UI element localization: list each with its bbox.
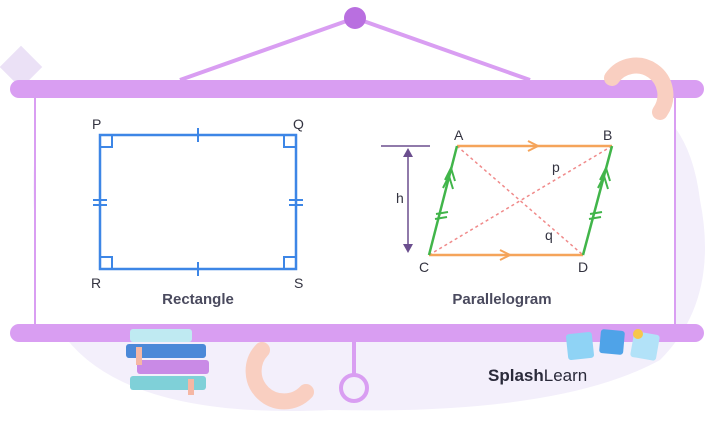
brand-logo: SplashLearn bbox=[488, 366, 587, 385]
height-label: h bbox=[396, 190, 404, 206]
vertex-label-b: B bbox=[603, 127, 612, 143]
parallelogram-figure bbox=[381, 140, 614, 261]
rectangle-figure bbox=[93, 128, 303, 276]
parallelogram-caption: Parallelogram bbox=[452, 291, 551, 308]
pull-ring-icon bbox=[339, 342, 369, 403]
diagonal-label-q: q bbox=[545, 227, 553, 243]
vertex-label-r: R bbox=[91, 275, 101, 291]
vertex-label-a: A bbox=[454, 127, 464, 143]
vertex-label-s: S bbox=[294, 275, 303, 291]
board-panel bbox=[34, 95, 676, 329]
vertex-label-c: C bbox=[419, 259, 429, 275]
peach-ring-top-right bbox=[604, 57, 674, 120]
rectangle-caption: Rectangle bbox=[162, 291, 234, 308]
hanger-knob-icon bbox=[179, 7, 531, 82]
sticky-notes-icon bbox=[566, 329, 660, 361]
books-stack-icon bbox=[126, 329, 209, 395]
vertex-label-p: P bbox=[92, 116, 101, 132]
vertex-label-d: D bbox=[578, 259, 588, 275]
bottom-bar bbox=[10, 324, 704, 342]
brand-logo-part1: Splash bbox=[488, 366, 544, 385]
brand-logo-part2: Learn bbox=[544, 366, 587, 385]
vertex-label-q: Q bbox=[293, 116, 304, 132]
top-bar bbox=[10, 80, 704, 98]
diagonal-label-p: p bbox=[552, 159, 560, 175]
peach-ring-bottom bbox=[245, 342, 314, 410]
